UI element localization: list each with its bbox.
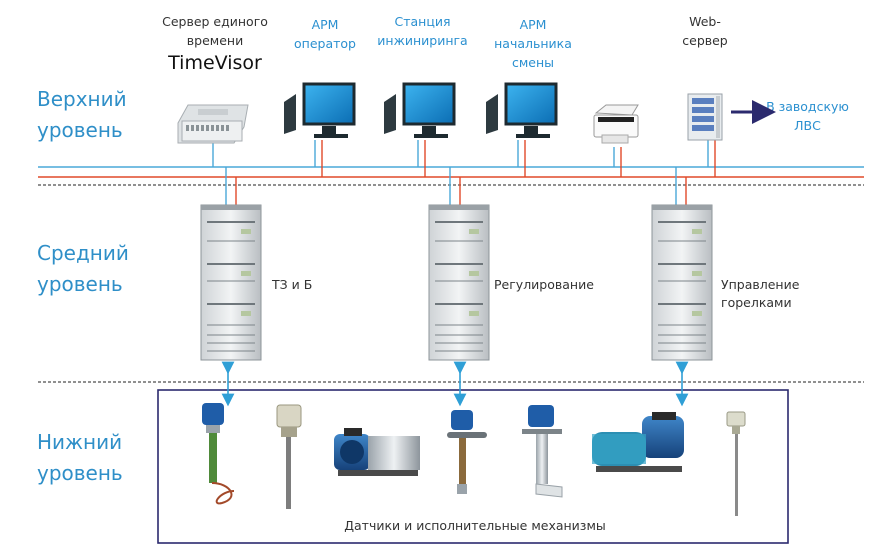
field-frame (157, 389, 789, 544)
valve-actuator-icon (522, 405, 563, 498)
rack-tz-label: ТЗ и Б (272, 277, 313, 292)
flow-switch-icon (447, 410, 487, 494)
pump-1-icon (334, 428, 420, 476)
level-top-label: Верхний уровень (37, 87, 127, 142)
engineering-station-caption: Станция инжиниринга (377, 14, 468, 48)
level-sensor-icon (202, 403, 235, 505)
level-middle-label: Средний уровень (37, 241, 129, 296)
field-caption: Датчики и исполнительные механизмы (344, 518, 606, 533)
rack-regulation-icon (428, 204, 490, 361)
pump-2-icon (592, 412, 684, 472)
web-server-caption: Web- сервер (682, 14, 728, 48)
printer-icon (593, 104, 639, 144)
arm-shift-chief-caption: АРМ начальника смены (494, 17, 572, 70)
rack-field-arrows (221, 361, 689, 407)
level-bottom-label: Нижний уровень (37, 430, 123, 485)
level-relay-icon (726, 411, 746, 516)
arm-operator-monitor-icon (284, 82, 356, 138)
time-server-icon (177, 104, 249, 144)
rack-regulation-label: Регулирование (494, 277, 594, 292)
rack-tz-icon (200, 204, 262, 361)
engineering-station-monitor-icon (384, 82, 456, 138)
level-probe-icon (276, 404, 302, 509)
plant-lan-caption: В заводскую ЛВС (766, 99, 849, 133)
arm-operator-caption: АРМ оператор (294, 17, 356, 51)
rack-burners-label: Управление горелками (721, 277, 800, 310)
web-server-icon (687, 93, 723, 141)
arm-shift-chief-monitor-icon (486, 82, 558, 138)
top-connectors (212, 140, 716, 205)
rack-burners-icon (651, 204, 713, 361)
time-server-caption: Сервер единого времени TimeVisor (162, 14, 268, 74)
